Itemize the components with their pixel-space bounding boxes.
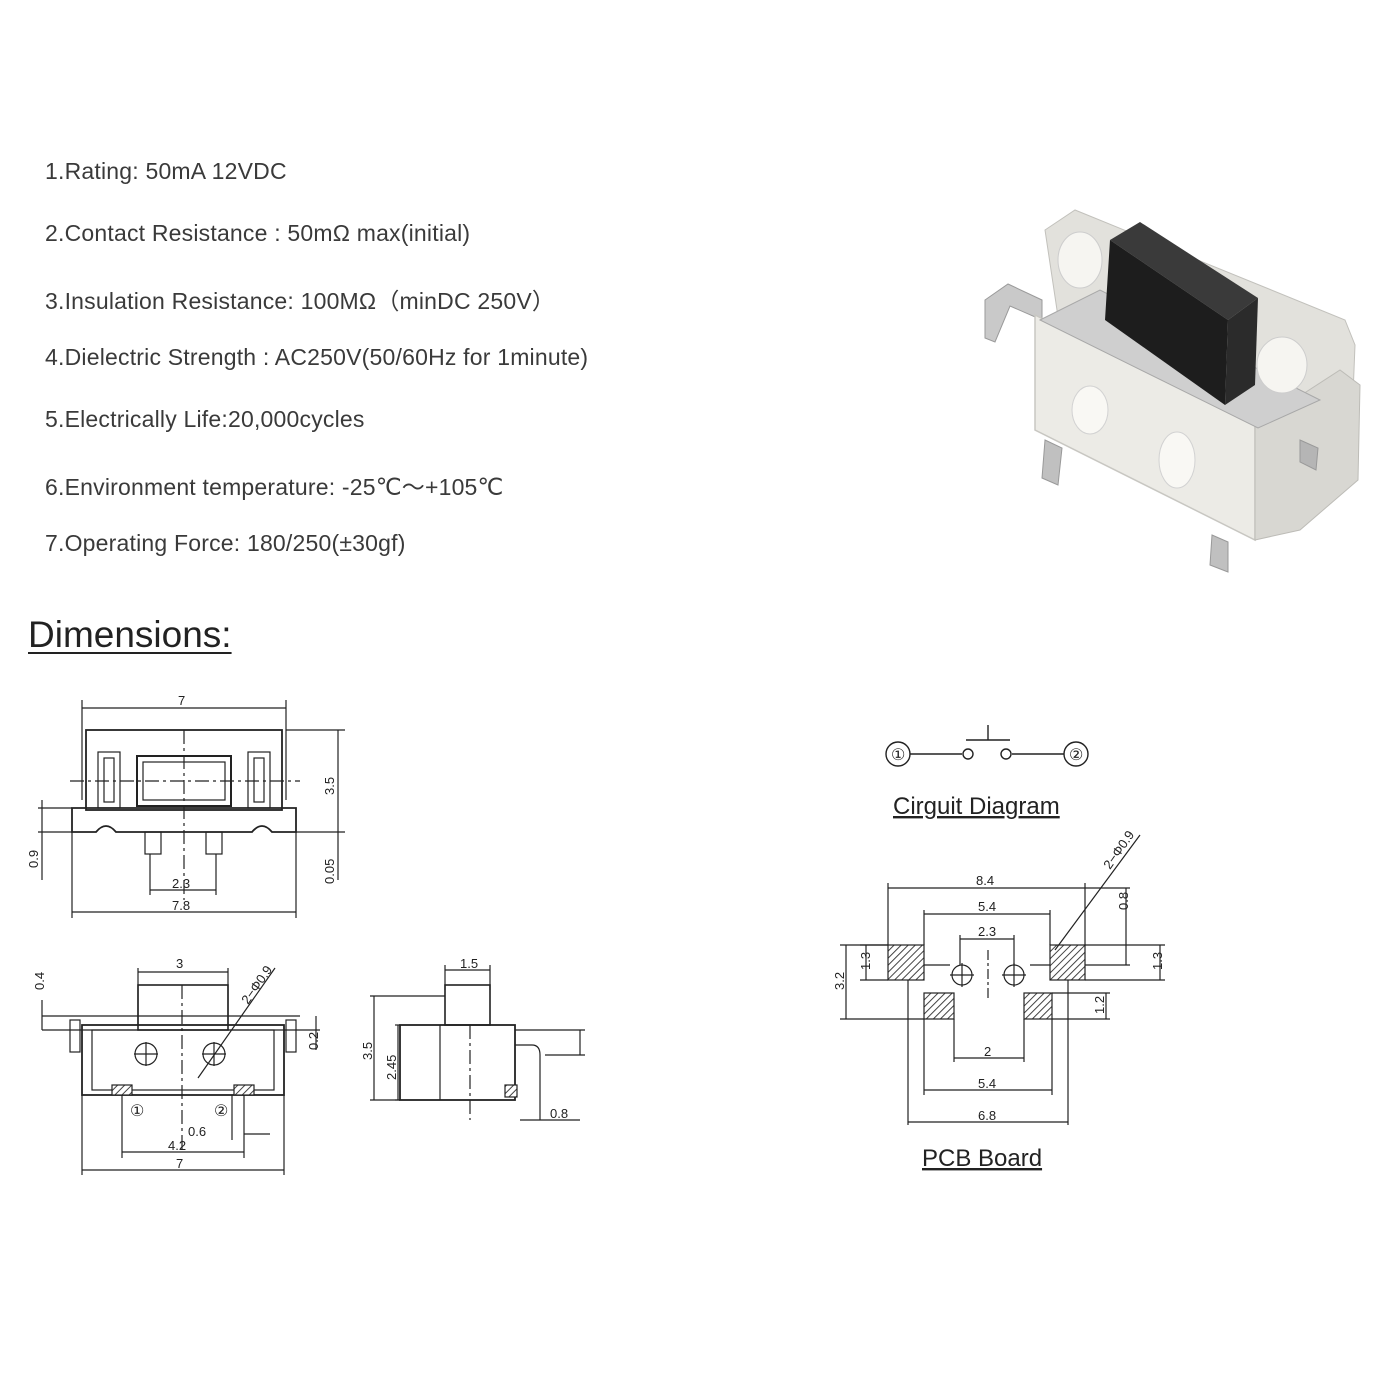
spec-rating: 1.Rating: 50mA 12VDC <box>45 158 287 184</box>
pcb-dim-h-pad: 1.3 <box>858 952 873 970</box>
dim-side-height-a: 3.5 <box>360 1042 375 1060</box>
circuit-node-1: ① <box>891 747 905 764</box>
pcb-dim-w2: 5.4 <box>978 899 996 914</box>
pcb-dim-hole: 2−Φ0.9 <box>1100 828 1137 872</box>
dim-side-tail: 0.8 <box>550 1106 568 1121</box>
pcb-dim-w3: 2.3 <box>978 924 996 939</box>
side-view-drawing <box>370 965 585 1121</box>
circuit-diagram-caption: Cirguit Diagram <box>893 793 1060 820</box>
dim-front-width: 7 <box>176 1156 183 1171</box>
pcb-dim-bottom2: 5.4 <box>978 1076 996 1091</box>
dim-side-top: 1.5 <box>460 956 478 971</box>
spec-contact-resistance: 2.Contact Resistance : 50mΩ max(initial) <box>45 220 471 246</box>
pcb-dim-bottom3: 6.8 <box>978 1108 996 1123</box>
dim-front-side: 0.2 <box>306 1032 321 1050</box>
dim-side-height-b: 2.45 <box>384 1055 399 1080</box>
spec-electrical-life: 5.Electrically Life:20,000cycles <box>45 406 365 432</box>
dim-front-hole: 2−Φ0.9 <box>238 963 275 1007</box>
dim-front-gap: 0.6 <box>188 1124 206 1139</box>
dim-top-width: 7 <box>178 693 185 708</box>
circuit-node-2: ② <box>1069 747 1083 764</box>
dim-front-top: 3 <box>176 956 183 971</box>
dim-front-pitch: 4.2 <box>168 1138 186 1153</box>
dim-top-height: 3.5 <box>322 777 337 795</box>
dimensions-heading: Dimensions: <box>28 614 232 655</box>
dim-top-overall: 7.8 <box>172 898 190 913</box>
spec-operating-force: 7.Operating Force: 180/250(±30gf) <box>45 530 406 556</box>
pcb-dim-bottom1: 2 <box>984 1044 991 1059</box>
dim-top-left-offset: 0.9 <box>26 850 41 868</box>
dim-top-pin-pitch: 2.3 <box>172 876 190 891</box>
top-view-drawing <box>38 700 345 918</box>
circuit-diagram <box>885 725 1089 767</box>
switch-photo <box>984 209 1361 573</box>
pcb-board-drawing <box>840 834 1165 1125</box>
pcb-dim-pad-h2: 1.2 <box>1092 996 1107 1014</box>
pcb-board-caption: PCB Board <box>922 1145 1042 1172</box>
dim-top-right-offset: 0.05 <box>322 859 337 884</box>
pcb-dim-h-total: 3.2 <box>832 972 847 990</box>
spec-dielectric-strength: 4.Dielectric Strength : AC250V(50/60Hz f… <box>45 344 589 370</box>
spec-insulation-resistance: 3.Insulation Resistance: 100MΩ（minDC 250… <box>45 288 556 314</box>
pcb-dim-pad-r: 1.3 <box>1150 952 1165 970</box>
front-view-drawing <box>41 967 320 1175</box>
pcb-dim-h-right: 0.8 <box>1116 892 1131 910</box>
spec-environment-temperature: 6.Environment temperature: -25℃～+105℃ <box>45 474 504 500</box>
pcb-dim-w1: 8.4 <box>976 873 994 888</box>
pin-1-label: ① <box>130 1103 144 1120</box>
pin-2-label: ② <box>214 1103 228 1120</box>
dim-front-left: 0.4 <box>32 972 47 990</box>
